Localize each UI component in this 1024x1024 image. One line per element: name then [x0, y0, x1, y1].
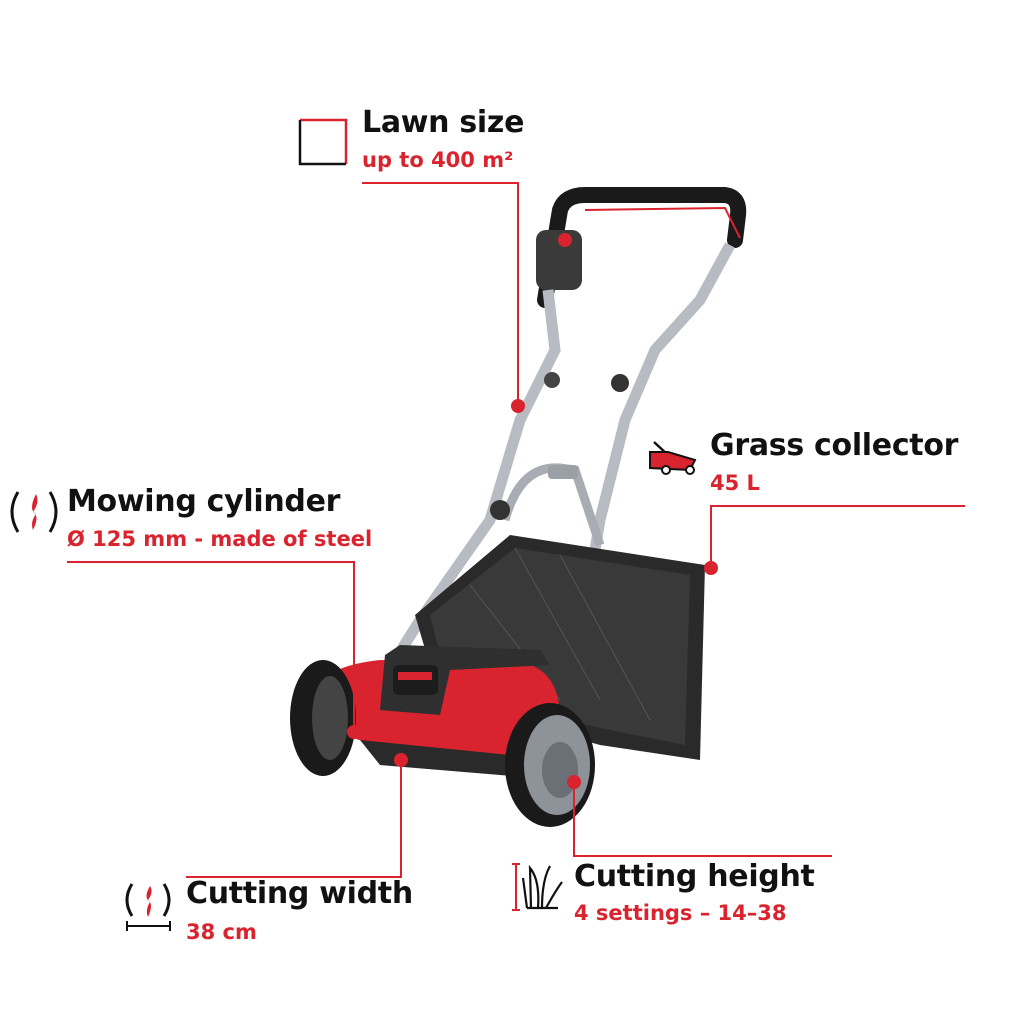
cylinder-blade-icon — [10, 491, 58, 533]
feature-value-cutting-height: 4 settings – 14–38 — [574, 901, 787, 925]
feature-title-cutting-width: Cutting width — [186, 876, 413, 911]
marker-dot — [567, 775, 581, 789]
feature-title-lawn-size: Lawn size — [362, 105, 525, 140]
lawn-mower-image — [290, 187, 747, 827]
grass-height-icon — [512, 863, 563, 911]
feature-value-grass-collector: 45 L — [710, 471, 760, 495]
leader-line-lawn-size — [362, 182, 519, 406]
leader-line-mowing-cylinder — [67, 561, 355, 732]
lawn-area-square-icon — [298, 118, 348, 166]
feature-value-lawn-size: up to 400 m² — [362, 148, 514, 172]
feature-value-mowing-cylinder: Ø 125 mm - made of steel — [67, 527, 373, 551]
leader-line-grass-collector — [710, 505, 965, 568]
mower-collector-icon — [649, 441, 697, 475]
marker-dot — [511, 399, 525, 413]
feature-value-cutting-width: 38 cm — [186, 920, 257, 944]
leader-line-cutting-width — [186, 760, 402, 878]
feature-title-cutting-height: Cutting height — [574, 859, 815, 894]
marker-dot — [347, 725, 361, 739]
cutting-width-icon — [125, 883, 171, 931]
marker-dot — [394, 753, 408, 767]
marker-dot — [704, 561, 718, 575]
leader-line-cutting-height — [573, 782, 832, 857]
feature-title-grass-collector: Grass collector — [710, 428, 959, 463]
feature-title-mowing-cylinder: Mowing cylinder — [67, 484, 341, 519]
